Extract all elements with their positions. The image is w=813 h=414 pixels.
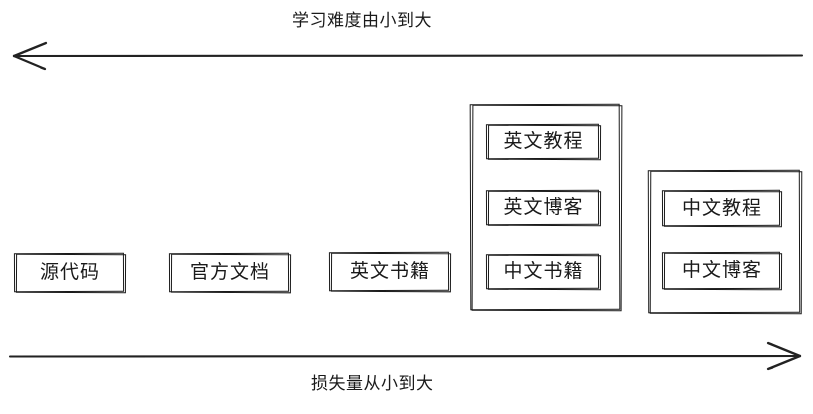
node-label: 英文书籍 <box>349 261 430 282</box>
node-english-books[interactable]: 英文书籍 <box>330 252 450 291</box>
node-label: 中文教程 <box>681 197 762 219</box>
node-english-tutorials[interactable]: 英文教程 <box>487 124 600 159</box>
bottom-axis-label: 损失量从小到大 <box>311 374 434 393</box>
node-label: 英文博客 <box>503 197 584 218</box>
top-axis-label: 学习难度由小到大 <box>292 11 432 30</box>
node-label: 中文博客 <box>681 260 762 281</box>
node-chinese-books[interactable]: 中文书籍 <box>487 254 600 289</box>
node-chinese-tutorials[interactable]: 中文教程 <box>663 190 781 226</box>
left-arrow-icon <box>12 41 804 71</box>
node-official-docs[interactable]: 官方文档 <box>170 253 290 292</box>
node-source-code[interactable]: 源代码 <box>15 253 125 292</box>
right-arrow-icon <box>8 341 802 371</box>
node-label: 官方文档 <box>189 262 270 283</box>
node-label: 英文教程 <box>503 131 584 152</box>
node-chinese-blogs[interactable]: 中文博客 <box>663 252 781 289</box>
node-label: 中文书籍 <box>503 261 584 282</box>
node-english-blogs[interactable]: 英文博客 <box>487 190 600 225</box>
node-label: 源代码 <box>39 262 100 283</box>
